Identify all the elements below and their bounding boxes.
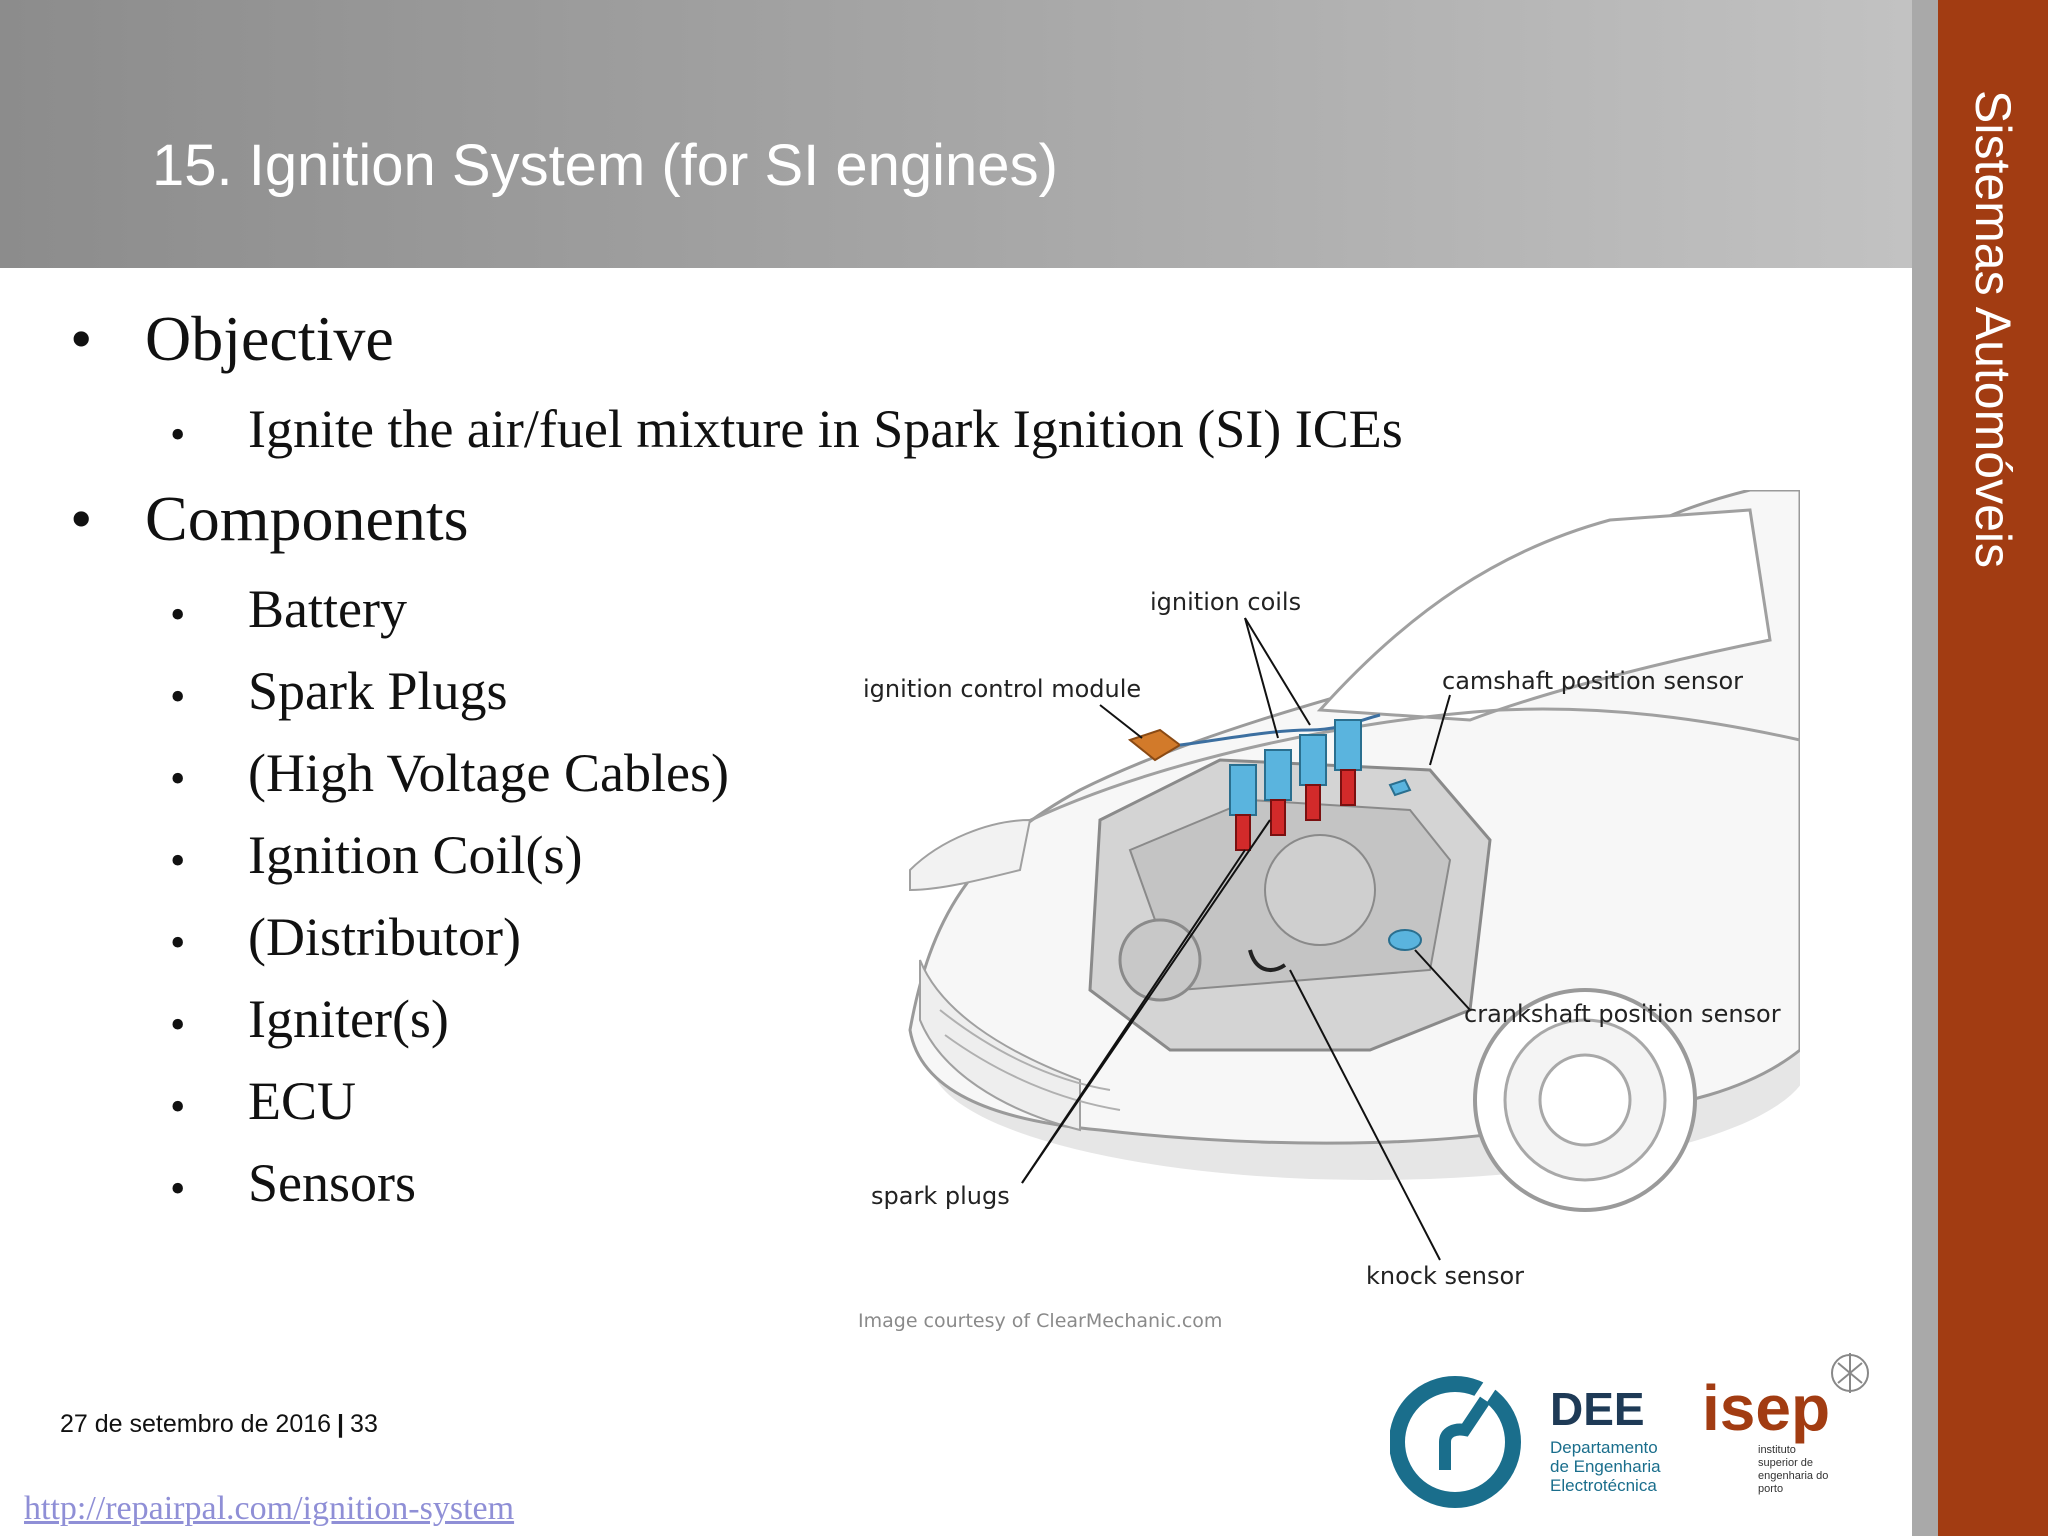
spark-plugs [1235, 769, 1356, 851]
bullet-text: (High Voltage Cables) [248, 743, 729, 803]
sub-bullet-spark-plugs: •Spark Plugs [170, 661, 508, 722]
dee-line3: Electrotécnica [1550, 1476, 1657, 1495]
sub-bullet-igniters: •Igniter(s) [170, 989, 449, 1050]
sidebar-label: Sistemas Automóveis [1965, 90, 2021, 568]
page-number: 33 [350, 1410, 378, 1438]
dee-line1: Departamento [1550, 1438, 1658, 1457]
isep-line3: engenharia do [1758, 1470, 1828, 1482]
bullet-components: •Components [70, 483, 469, 554]
bullet-text: Igniter(s) [248, 989, 449, 1049]
sidebar-gray-strip [1912, 0, 1938, 1536]
bullet-text: Ignite the air/fuel mixture in Spark Ign… [248, 399, 1403, 459]
isep-abbr: isep [1702, 1372, 1830, 1444]
label-camshaft-position-sensor: camshaft position sensor [1442, 667, 1743, 695]
isep-line2: superior de [1758, 1457, 1813, 1469]
leader-lines [1021, 617, 1471, 1261]
label-knock-sensor: knock sensor [1366, 1262, 1525, 1290]
image-courtesy: Image courtesy of ClearMechanic.com [858, 1310, 1223, 1332]
isep-line4: porto [1758, 1483, 1783, 1495]
bullet-text: Objective [145, 303, 394, 374]
source-link[interactable]: http://repairpal.com/ignition-system [24, 1490, 515, 1527]
sub-bullet-ecu: •ECU [170, 1071, 356, 1132]
windshield [1316, 508, 1772, 722]
sub-bullet-sensors: •Sensors [170, 1153, 417, 1214]
bullet-text: Sensors [248, 1153, 417, 1213]
sub-bullet-battery: •Battery [170, 579, 407, 640]
dee-line2: de Engenharia [1550, 1457, 1661, 1476]
slide-header [0, 0, 1912, 268]
sub-bullet-ignition-coils: •Ignition Coil(s) [170, 825, 583, 886]
ignition-system-illustration [908, 490, 1800, 1261]
ignition-coils [1229, 719, 1362, 816]
dee-abbr: DEE [1550, 1383, 1645, 1435]
footer-date: 27 de setembro de 2016 [60, 1410, 332, 1438]
hood-edge [1009, 707, 1800, 832]
isep-line1: instituto [1758, 1444, 1796, 1456]
slide-title: 15. Ignition System (for SI engines) [152, 133, 1058, 198]
label-crankshaft-position-sensor: crankshaft position sensor [1464, 1000, 1781, 1028]
isep-emblem-icon [1831, 1353, 1869, 1393]
bullet-text: Battery [248, 579, 407, 639]
sub-bullet-distributor: •(Distributor) [170, 907, 521, 968]
headlight [909, 818, 1032, 892]
bullet-text: (Distributor) [248, 907, 521, 967]
dee-logo: DEE Departamento de Engenharia Electroté… [1390, 1376, 1661, 1508]
label-ignition-control-module: ignition control module [863, 675, 1142, 703]
bullet-text: Components [145, 483, 469, 554]
bullet-objective: •Objective [70, 303, 394, 374]
sub-bullet-ignite: •Ignite the air/fuel mixture in Spark Ig… [170, 399, 1403, 460]
bullet-text: ECU [248, 1071, 356, 1131]
knock-sensor [1248, 949, 1287, 972]
footer-separator: | [337, 1410, 345, 1438]
sub-bullet-hv-cables: •(High Voltage Cables) [170, 743, 729, 804]
sidebar [1938, 0, 2048, 1536]
bullet-text: Ignition Coil(s) [248, 825, 583, 885]
footer: 27 de setembro de 2016|33 [60, 1410, 378, 1439]
crankshaft-position-sensor [1388, 929, 1422, 951]
camshaft-position-sensor [1388, 778, 1412, 797]
bullet-text: Spark Plugs [248, 661, 508, 721]
ignition-control-module [1127, 728, 1182, 762]
label-spark-plugs: spark plugs [871, 1182, 1010, 1210]
label-ignition-coils: ignition coils [1150, 588, 1302, 616]
isep-logo: isep instituto superior de engenharia do… [1702, 1353, 1869, 1495]
